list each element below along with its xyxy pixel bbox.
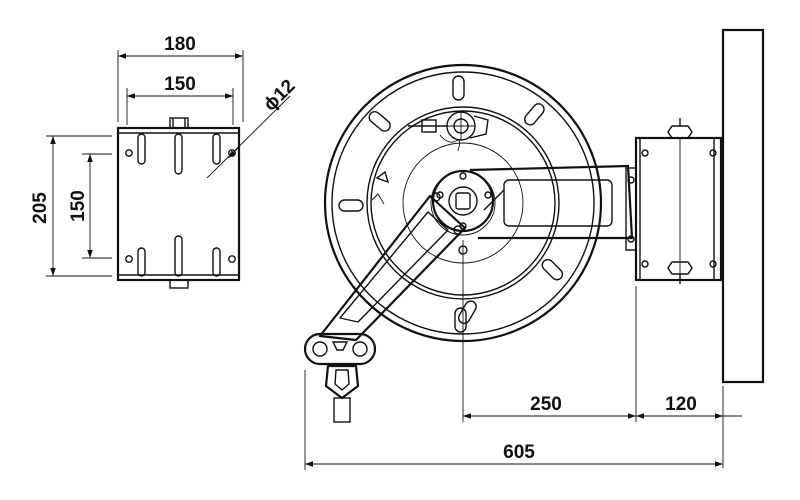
bracket-side-view — [116, 117, 241, 289]
dimension-label-180: 180 — [164, 34, 196, 55]
dimension-205: 205 — [30, 135, 112, 277]
dimension-label-205: 205 — [30, 192, 51, 224]
support-arm — [469, 164, 634, 240]
hose-stopper — [324, 364, 360, 423]
dimension-label-150-horizontal: 150 — [164, 74, 196, 95]
dimension-120: 120 — [636, 386, 742, 468]
wall — [721, 28, 765, 384]
swivel-joint — [408, 111, 489, 152]
dimension-250: 250 — [462, 240, 637, 422]
swing-arm — [318, 192, 467, 342]
roller-guide — [303, 332, 377, 366]
dimension-605: 605 — [304, 370, 723, 470]
dimension-150-vertical: 150 — [68, 153, 112, 259]
dimension-label-250: 250 — [530, 394, 562, 415]
dimension-hole-diameter: ϕ12 — [206, 76, 300, 179]
bracket-front-view — [625, 118, 723, 284]
dimension-150-horizontal: 150 — [126, 74, 234, 125]
dimension-label-phi12: ϕ12 — [260, 76, 300, 116]
dimension-180: 180 — [117, 34, 244, 122]
dimension-label-150-vertical: 150 — [68, 190, 89, 222]
dimension-label-605: 605 — [503, 442, 535, 463]
dimension-label-120: 120 — [665, 394, 697, 415]
